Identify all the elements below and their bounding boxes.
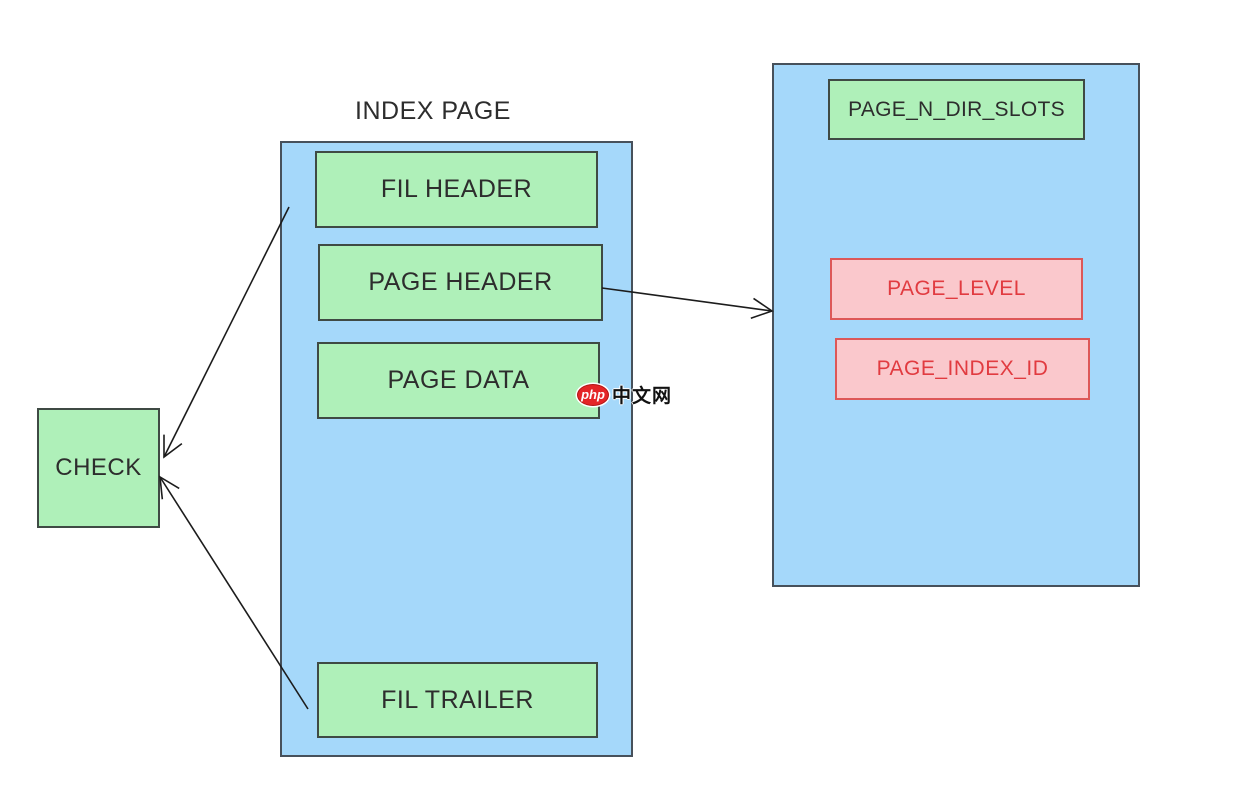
fil-header-box: FIL HEADER [315, 151, 598, 228]
arrow-filheader-to-check [163, 206, 290, 459]
page-data-box: PAGE DATA [317, 342, 600, 419]
page-level-box: PAGE_LEVEL [830, 258, 1083, 320]
fil-trailer-box: FIL TRAILER [317, 662, 598, 738]
check-box: CHECK [37, 408, 160, 528]
page-n-dir-slots-box: PAGE_N_DIR_SLOTS [828, 79, 1085, 140]
index-page-container [280, 141, 633, 757]
page-header-box: PAGE HEADER [318, 244, 603, 321]
page-header-detail-container [772, 63, 1140, 587]
page-index-id-box: PAGE_INDEX_ID [835, 338, 1090, 400]
index-page-title: INDEX PAGE [355, 97, 511, 125]
